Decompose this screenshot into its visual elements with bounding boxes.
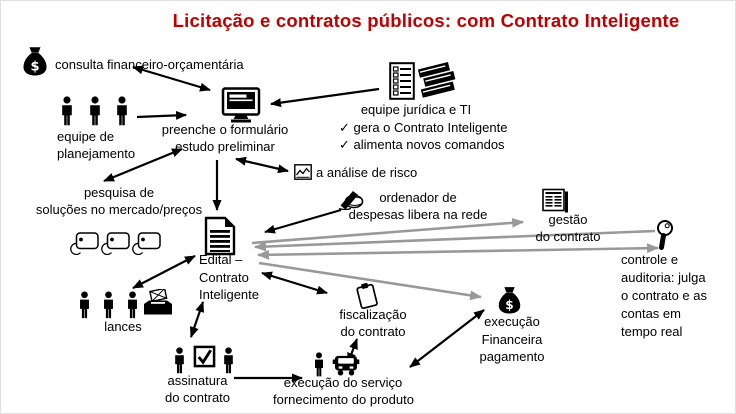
arrow-juridica-computer xyxy=(270,87,380,108)
execucao-servico-label: execução do serviço fornecimento do prod… xyxy=(273,375,414,408)
person-icon xyxy=(173,347,186,374)
execfin-line2: Financeira xyxy=(481,331,543,347)
arrow-consulta-computer xyxy=(132,65,211,92)
arrow-estudo-analise xyxy=(235,156,289,174)
ordenador-line2: despesas libera na rede xyxy=(348,207,488,222)
gray-arrows xyxy=(251,217,660,301)
execservico-line1: execução do serviço xyxy=(283,375,403,390)
money-bag-icon xyxy=(23,46,47,76)
gestao-line2: do contrato xyxy=(535,229,601,244)
page-title: Licitação e contratos públicos: com Cont… xyxy=(172,10,680,31)
preenche-line2: estudo preliminar xyxy=(175,139,275,154)
gestao-line1: gestão xyxy=(548,212,588,227)
controle-line1: controle e xyxy=(621,252,679,267)
price-tag-icon xyxy=(132,231,162,255)
chart-icon xyxy=(294,164,312,180)
arrow-execservico-execfinanceira xyxy=(409,309,485,368)
person-icon xyxy=(313,352,325,377)
arrow-pesquisa-estudo xyxy=(103,147,183,183)
computer-icon xyxy=(220,87,262,123)
edital-line2: Contrato xyxy=(199,269,249,285)
controle-line5: tempo real xyxy=(621,324,683,339)
person-icon xyxy=(60,96,74,126)
person-icon xyxy=(222,347,235,374)
planejamento-line1: equipe de xyxy=(57,129,115,144)
juridica-label: equipe jurídica e TI xyxy=(360,102,472,117)
controle-label: controle e auditoria: julga o contrato e… xyxy=(621,251,707,341)
person-icon xyxy=(78,291,91,319)
juridica-check-1: ✓ gera o Contrato Inteligente xyxy=(339,119,507,136)
edital-line1: Edital – xyxy=(199,252,243,267)
person-icon xyxy=(115,96,129,126)
preenche-label: preenche o formulário estudo preliminar xyxy=(149,121,301,155)
fiscalizacao-label: fiscalização do contrato xyxy=(331,306,415,340)
newspaper-icon xyxy=(542,188,569,213)
person-icon xyxy=(126,291,139,319)
money-bag-icon xyxy=(498,286,521,314)
arrow-planejamento-computer xyxy=(136,110,187,120)
assinatura-line1: assinatura xyxy=(167,373,228,388)
person-icon xyxy=(102,291,115,319)
arrow-edital-assinatura xyxy=(189,301,205,338)
check-icon: ✓ xyxy=(339,120,350,135)
juridica-check-2: ✓ alimenta novos comandos xyxy=(339,136,507,153)
arrow-edital-fiscalizacao xyxy=(261,271,328,295)
ordenador-label: ordenador de despesas libera na rede xyxy=(348,189,488,223)
edital-label: Edital – Contrato Inteligente xyxy=(199,251,259,304)
pesquisa-label: pesquisa de soluções no mercado/preços xyxy=(13,184,225,218)
controle-line4: contas em xyxy=(621,306,681,321)
ordenador-line1: ordenador de xyxy=(379,190,457,205)
check-icon: ✓ xyxy=(339,137,350,152)
juridica-check2-text: alimenta novos comandos xyxy=(353,137,505,152)
checkbox-icon xyxy=(193,345,216,368)
price-tag-icon xyxy=(101,231,131,255)
consulta-label: consulta financeiro-orçamentária xyxy=(55,57,244,72)
price-tag-icon xyxy=(70,231,100,255)
preenche-line1: preenche o formulário xyxy=(161,122,289,137)
arrow-edital-gestao xyxy=(251,217,525,245)
pesquisa-line1: pesquisa de xyxy=(83,185,155,200)
black-arrows xyxy=(103,65,485,383)
form-icon xyxy=(389,62,415,100)
lances-label: lances xyxy=(104,319,142,334)
planejamento-line2: planejamento xyxy=(57,146,136,161)
execfin-line3: pagamento xyxy=(479,349,545,364)
person-icon xyxy=(88,96,102,126)
arrow-lances-edital xyxy=(132,255,196,289)
gestao-label: gestão do contrato xyxy=(528,211,608,245)
planejamento-label: equipe de planejamento xyxy=(57,128,135,162)
pesquisa-line2: soluções no mercado/preços xyxy=(35,202,203,217)
arrow-edital-controle xyxy=(256,243,660,260)
juridica-check1-text: gera o Contrato Inteligente xyxy=(353,120,508,135)
document-icon xyxy=(204,216,236,256)
execucao-financeira-label: execução Financeira pagamento xyxy=(472,313,552,366)
execservico-line2: fornecimento do produto xyxy=(273,391,414,407)
assinatura-label: assinatura do contrato xyxy=(155,372,240,406)
controle-line2: auditoria: julga xyxy=(621,270,706,285)
assinatura-line2: do contrato xyxy=(164,390,231,405)
truck-icon xyxy=(332,354,360,376)
magnifier-icon xyxy=(653,219,677,251)
controle-line3: o contrato e as xyxy=(621,288,707,303)
fiscalizacao-line2: do contrato xyxy=(340,324,406,339)
juridica-checklist: ✓ gera o Contrato Inteligente ✓ alimenta… xyxy=(339,119,507,153)
analise-label: a análise de risco xyxy=(316,165,418,180)
fiscalizacao-line1: fiscalização xyxy=(339,307,407,322)
arrow-edital-execfinanceira xyxy=(258,261,483,301)
execfin-line1: execução xyxy=(484,314,540,329)
ballot-box-icon xyxy=(142,289,174,317)
books-icon xyxy=(418,59,458,101)
arrow-ordenador-edital xyxy=(264,208,342,234)
edital-line3: Inteligente xyxy=(199,287,259,302)
